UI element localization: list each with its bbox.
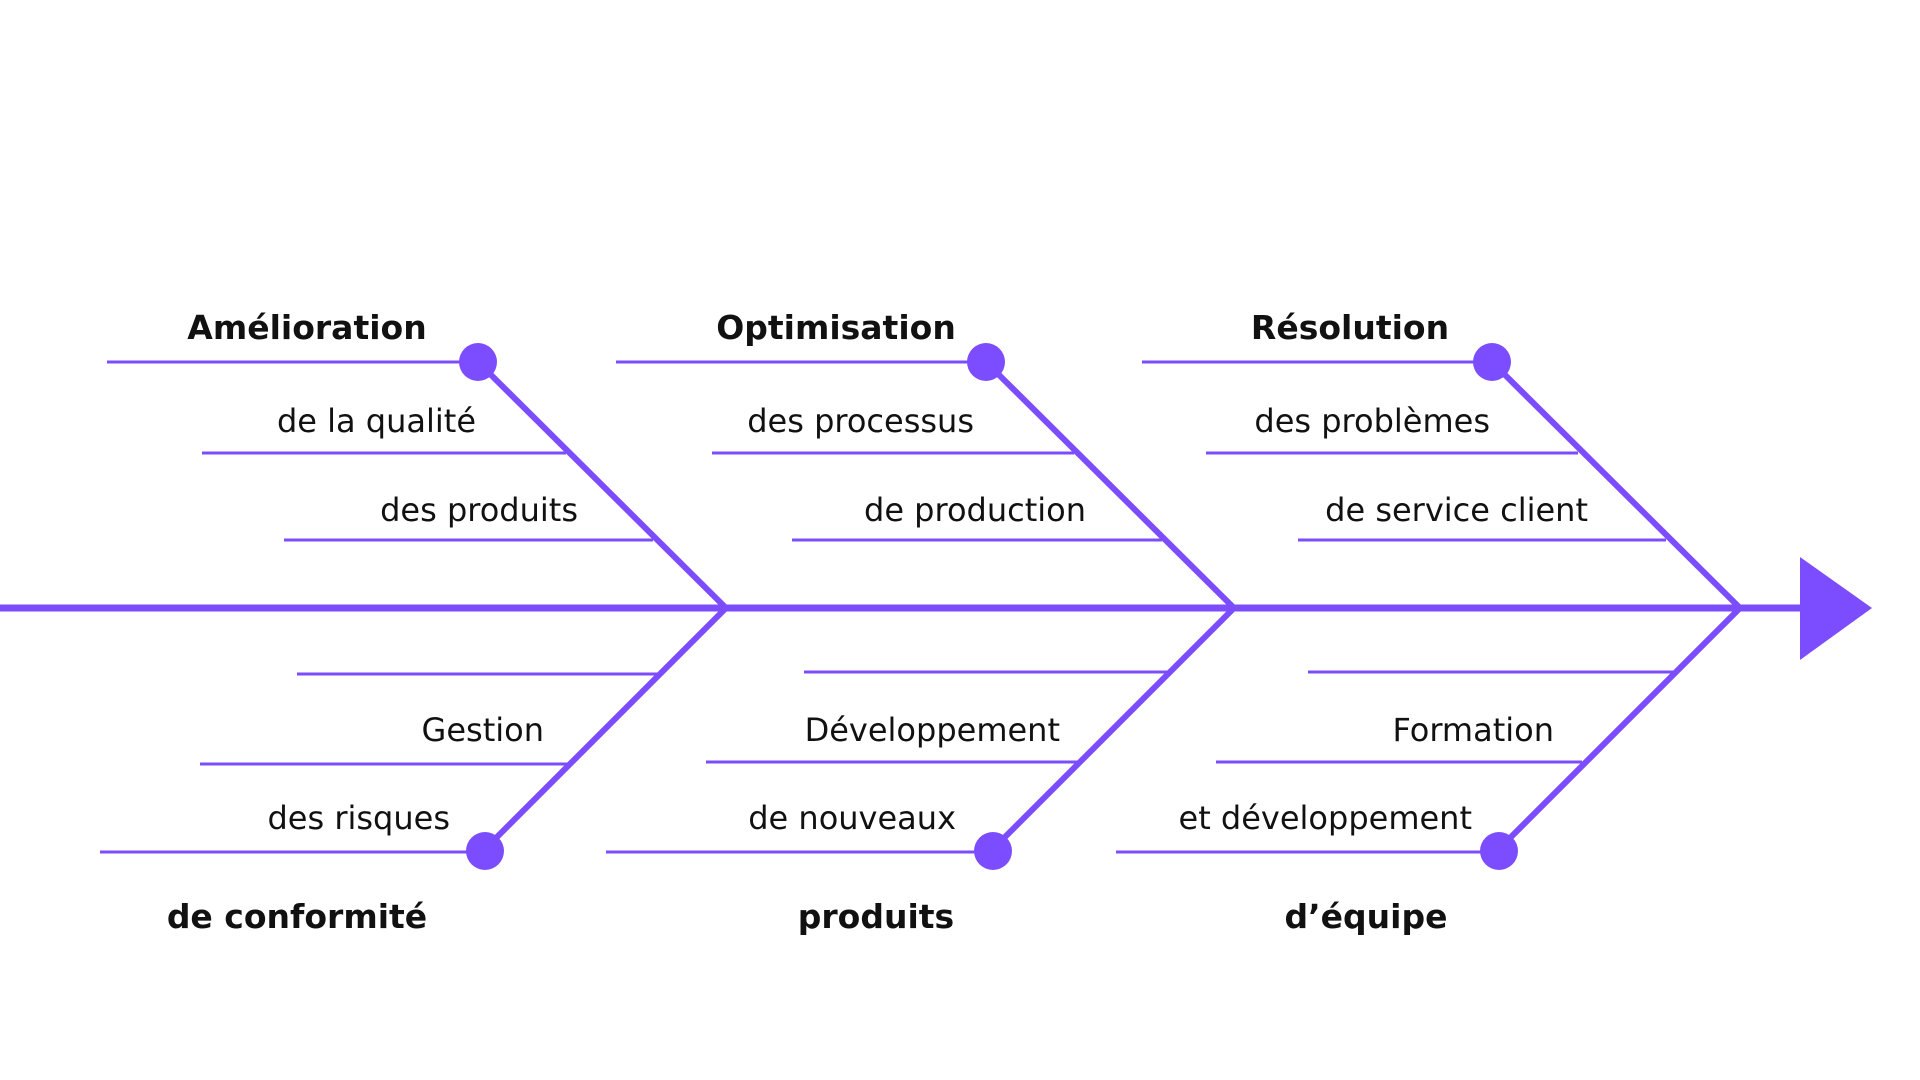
- branch-rib: [1496, 605, 1743, 852]
- top-branch-2-label-1: des processus: [747, 402, 974, 440]
- bottom-branch-1-title: de conformité: [167, 897, 427, 936]
- bottom-branch-3-title: d’équipe: [1285, 897, 1448, 936]
- top-branch-1: [107, 343, 729, 611]
- branch-node: [1473, 343, 1511, 381]
- branch-node: [967, 343, 1005, 381]
- top-branch-2-title: Optimisation: [716, 308, 956, 347]
- branch-rib: [990, 605, 1237, 852]
- bottom-branch-2: [606, 605, 1237, 870]
- bottom-branch-1-label-1: Gestion: [422, 711, 544, 749]
- bottom-branch-3-label-1: Formation: [1392, 711, 1554, 749]
- branch-rib: [482, 605, 729, 852]
- branch-node: [466, 832, 504, 870]
- top-branch-1-label-1: de la qualité: [277, 402, 476, 440]
- branch-rib: [1489, 359, 1743, 611]
- branch-rib: [983, 359, 1237, 611]
- top-branch-1-label-2: des produits: [380, 491, 578, 529]
- bottom-branch-1-label-2: des risques: [267, 799, 450, 837]
- bottom-branch-2-label-1: Développement: [805, 711, 1060, 749]
- bottom-branch-3-label-2: et développement: [1179, 799, 1473, 837]
- top-branch-2: [616, 343, 1237, 611]
- branch-node: [459, 343, 497, 381]
- spine: [0, 557, 1872, 660]
- top-branch-3-label-2: de service client: [1325, 491, 1588, 529]
- top-branch-3: [1142, 343, 1743, 611]
- bottom-branch-2-title: produits: [798, 897, 954, 936]
- branch-node: [974, 832, 1012, 870]
- arrow-head-icon: [1800, 557, 1872, 660]
- bottom-branch-3: [1116, 605, 1743, 870]
- top-branch-2-label-2: de production: [864, 491, 1086, 529]
- branch-rib: [475, 359, 729, 611]
- top-branch-3-title: Résolution: [1251, 308, 1449, 347]
- branch-node: [1480, 832, 1518, 870]
- bottom-branch-1: [100, 605, 729, 870]
- top-branch-1-title: Amélioration: [187, 308, 426, 347]
- top-branch-3-label-1: des problèmes: [1254, 402, 1490, 440]
- bottom-branch-2-label-2: de nouveaux: [748, 799, 956, 837]
